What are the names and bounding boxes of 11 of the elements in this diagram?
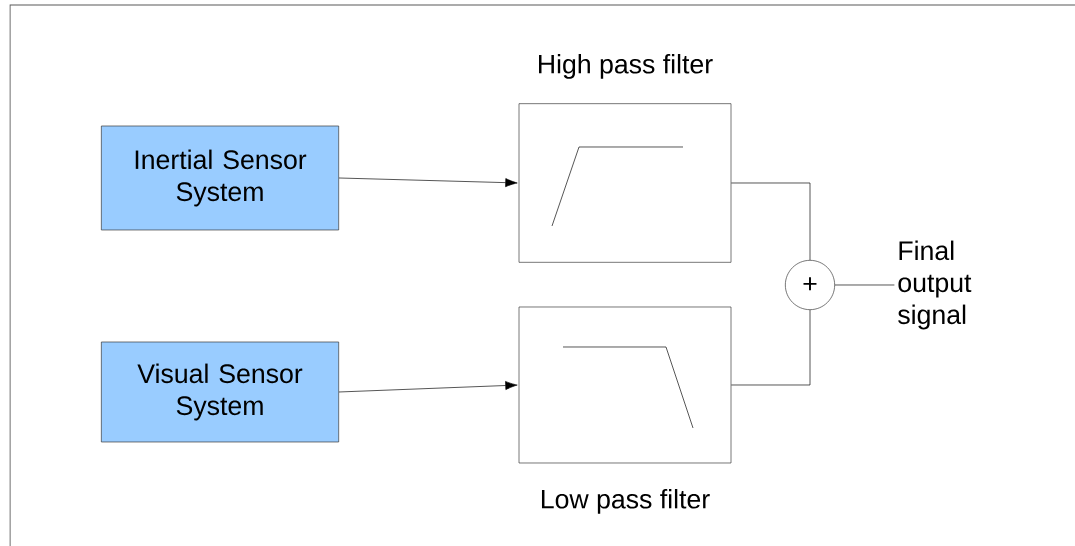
output-label: Final output signal: [898, 240, 972, 330]
summing-junction: +: [785, 260, 835, 310]
connector: [834, 284, 895, 286]
connector: [338, 177, 518, 188]
connector: [731, 309, 811, 386]
connector: [338, 381, 518, 393]
sensor-box: Inertial Sensor System: [101, 125, 339, 231]
sensor-box: Visual Sensor System: [101, 341, 339, 443]
connector: [731, 182, 811, 261]
filter-label: Low pass filter: [542, 489, 710, 514]
filter-label: High pass filter: [539, 54, 713, 79]
